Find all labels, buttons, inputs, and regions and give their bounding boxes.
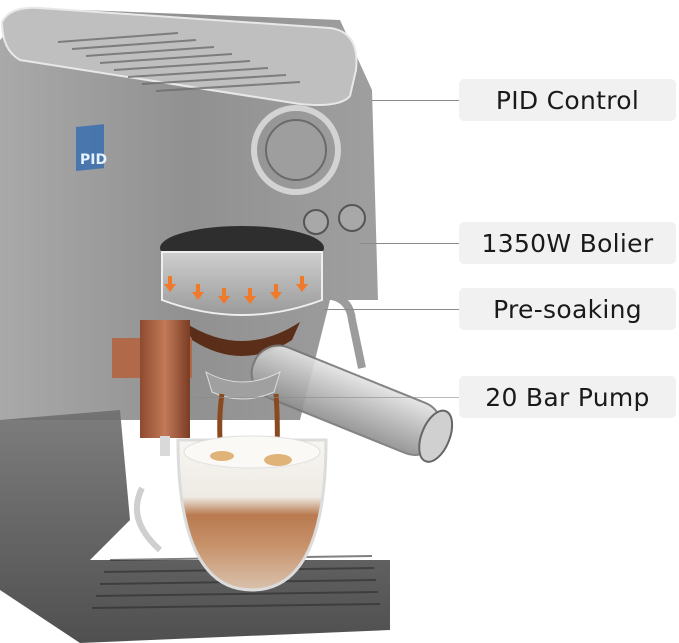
pid-control-leader-line bbox=[372, 100, 459, 101]
pressure-gauge-ring bbox=[251, 105, 341, 195]
steam-wand bbox=[330, 292, 366, 369]
callout-pump: 20 Bar Pump bbox=[459, 376, 676, 418]
callout-pid-control: PID Control bbox=[459, 79, 676, 121]
pre-soaking-arrows bbox=[164, 276, 308, 304]
drip-tray bbox=[0, 410, 390, 643]
pump-leader-line bbox=[190, 397, 459, 398]
pump bbox=[112, 320, 192, 456]
knob-left bbox=[303, 209, 329, 235]
pre-soaking-leader-line bbox=[324, 309, 459, 310]
portafilter-handle bbox=[250, 344, 454, 463]
brew-group bbox=[161, 251, 323, 316]
callout-boiler: 1350W Bolier bbox=[459, 222, 676, 264]
svg-text:PID: PID bbox=[80, 152, 107, 168]
lid-vents bbox=[57, 32, 301, 92]
callout-pre-soaking: Pre-soaking bbox=[459, 288, 676, 330]
glass-cup bbox=[133, 435, 328, 592]
pid-display: PID bbox=[76, 124, 107, 172]
knob-right bbox=[338, 204, 366, 232]
boiler-leader-line bbox=[360, 243, 459, 244]
